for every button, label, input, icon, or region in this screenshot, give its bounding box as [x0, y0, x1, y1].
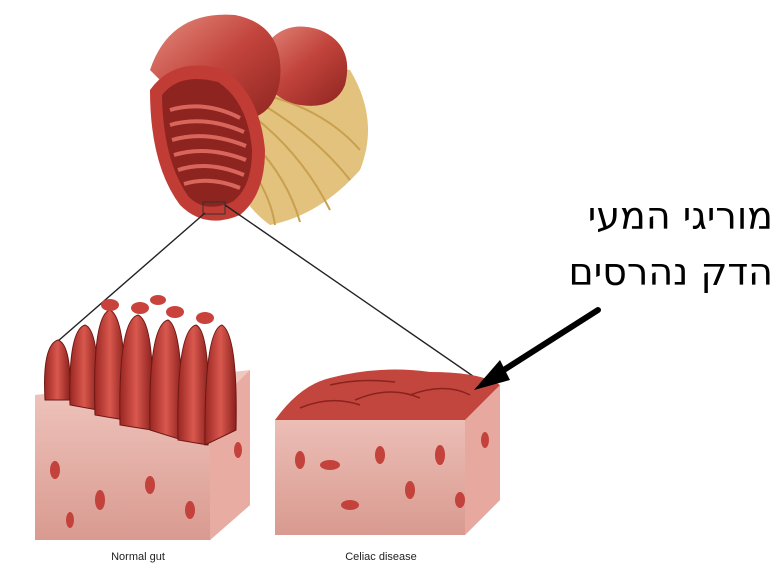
caption-normal-gut: Normal gut [78, 551, 198, 563]
caption-celiac-disease: Celiac disease [316, 551, 446, 563]
annotation-line-1: מוריגי המעי [493, 194, 773, 240]
celiac-block [275, 370, 500, 535]
normal-gut-block [35, 295, 250, 540]
annotation-arrow [474, 310, 598, 390]
annotation-line-2: הדק נהרסים [493, 250, 773, 296]
